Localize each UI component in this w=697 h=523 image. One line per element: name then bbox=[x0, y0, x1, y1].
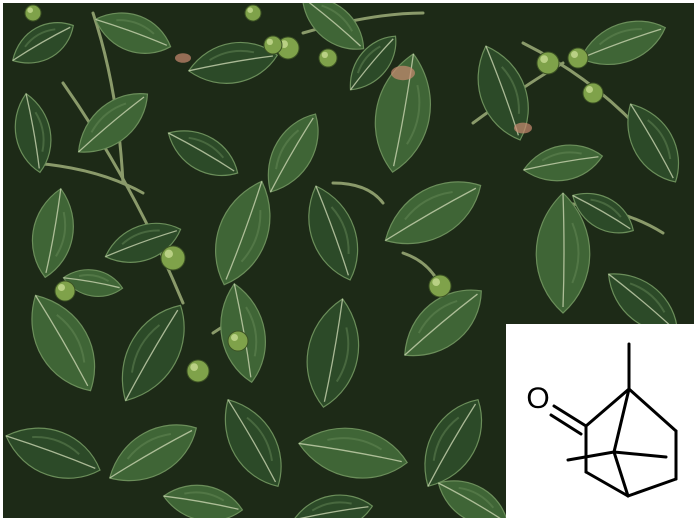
foliage-photo bbox=[3, 3, 694, 518]
bond-ring-6 bbox=[584, 387, 631, 428]
leaf-stain bbox=[175, 53, 191, 63]
leaf bbox=[224, 398, 282, 488]
leaf bbox=[31, 294, 96, 392]
camphor-structure-panel: O bbox=[506, 324, 694, 518]
berry bbox=[160, 245, 186, 271]
leaf bbox=[94, 12, 172, 54]
leaf bbox=[77, 93, 149, 153]
stem bbox=[331, 181, 385, 205]
leaf bbox=[121, 304, 185, 402]
berry bbox=[428, 274, 452, 298]
leaf bbox=[437, 480, 509, 518]
leaf bbox=[308, 185, 359, 281]
leaf bbox=[292, 494, 374, 518]
berries-layer bbox=[24, 4, 604, 383]
berry bbox=[582, 82, 604, 104]
berry bbox=[54, 280, 76, 302]
bond-methyl-left bbox=[566, 450, 616, 462]
berry bbox=[567, 47, 589, 69]
leaf bbox=[522, 144, 604, 182]
berry bbox=[536, 51, 560, 75]
leaves-layer bbox=[5, 3, 680, 518]
leaf bbox=[424, 399, 483, 488]
bond-ring-3 bbox=[626, 477, 678, 498]
leaf bbox=[627, 103, 680, 183]
leaf bbox=[215, 180, 271, 286]
camphor-molecule-diagram: O bbox=[526, 342, 678, 498]
leaf-stain bbox=[514, 122, 532, 134]
leaf bbox=[384, 181, 482, 245]
bond-bridge-down bbox=[612, 450, 630, 498]
leaf bbox=[607, 273, 679, 333]
berry bbox=[263, 35, 283, 55]
leaf bbox=[5, 427, 101, 479]
leaf bbox=[571, 192, 635, 234]
berry bbox=[276, 36, 300, 60]
leaf bbox=[579, 20, 667, 66]
stem bbox=[31, 161, 145, 195]
bond-carbonyl-1 bbox=[552, 404, 588, 428]
leaf bbox=[298, 427, 408, 479]
leaf bbox=[62, 269, 124, 297]
bond-bridge-up bbox=[612, 387, 631, 454]
bond-methyl-right bbox=[612, 450, 668, 459]
leaf bbox=[306, 298, 360, 408]
bond-carbonyl-2 bbox=[549, 413, 583, 436]
bond-ring-4 bbox=[584, 470, 630, 498]
oxygen-atom-label: O bbox=[526, 382, 549, 415]
berry bbox=[318, 48, 338, 68]
berry bbox=[186, 359, 210, 383]
berry bbox=[244, 4, 262, 22]
foliage-illustration bbox=[3, 3, 694, 518]
leaf bbox=[404, 289, 482, 357]
leaf bbox=[301, 3, 365, 50]
leaf bbox=[374, 53, 432, 173]
stem bbox=[91, 11, 125, 185]
leaf bbox=[167, 130, 239, 177]
bond-ring-1 bbox=[627, 387, 678, 433]
leaf bbox=[108, 424, 198, 482]
molecule-bonds bbox=[549, 342, 678, 498]
berry bbox=[24, 4, 42, 22]
leaf bbox=[267, 113, 319, 193]
leaf-stain bbox=[391, 65, 415, 81]
leaf bbox=[14, 92, 52, 174]
berry bbox=[227, 330, 249, 352]
stem bbox=[61, 81, 185, 305]
leaf bbox=[11, 22, 74, 64]
leaf bbox=[535, 192, 591, 314]
leaf bbox=[162, 484, 244, 518]
leaf bbox=[187, 41, 279, 84]
leaf bbox=[349, 35, 397, 91]
leaf bbox=[31, 187, 74, 279]
